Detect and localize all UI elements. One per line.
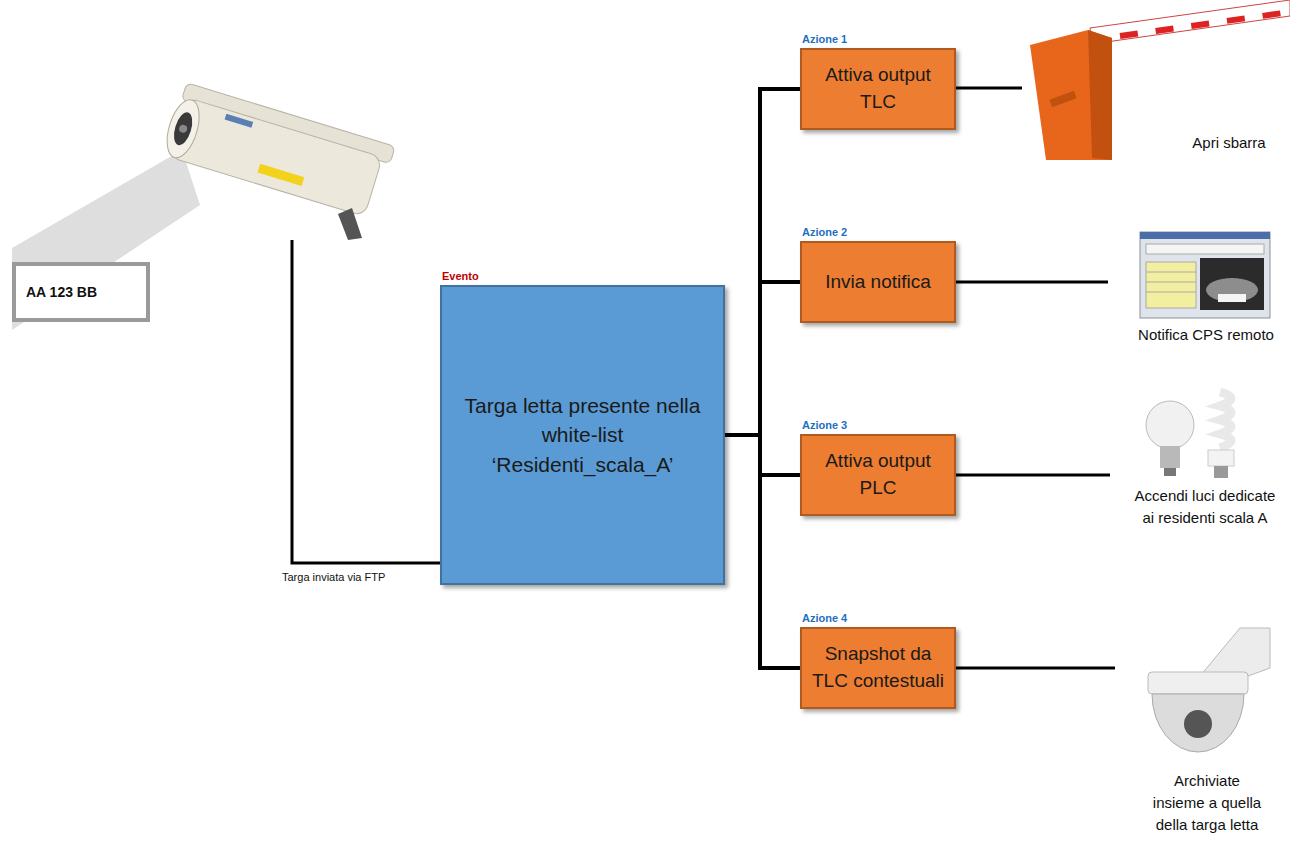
device-link [955,281,1108,284]
connector [725,435,800,475]
action-text: Attiva output PLC [810,448,946,501]
connector [725,282,800,435]
action-heading: Azione 4 [802,612,847,624]
camera-beam [12,150,200,330]
plate-box: AA 123 BB [12,262,150,322]
action-box: Azione 1Attiva output TLC [800,48,956,130]
device-link [955,87,1022,90]
light-bulbs [1146,392,1234,478]
connector-line [725,435,800,668]
device-caption: Accendi luci dedicate ai residenti scala… [1130,485,1280,529]
event-heading: Evento [442,270,479,282]
camera-bracket [338,208,362,240]
connector-line [725,89,800,435]
action-text: Invia notifica [810,269,946,296]
action-heading: Azione 2 [802,226,847,238]
event-text: Targa letta presente nella white-list ‘R… [458,391,707,479]
action-heading: Azione 3 [802,419,847,431]
camera-link [292,240,440,563]
connector [725,89,800,435]
device-caption: Archiviate insieme a quella della targa … [1148,770,1266,835]
device-caption: Apri sbarra [1170,132,1288,154]
link-label: Targa inviata via FTP [282,570,442,586]
action-text: Snapshot da TLC contestuali [810,641,946,694]
action-text: Attiva output TLC [810,62,946,115]
software-screenshot [1140,232,1270,318]
action-box: Azione 3Attiva output PLC [800,434,956,516]
dome-camera [1148,628,1270,752]
action-box: Azione 4Snapshot da TLC contestuali [800,627,956,709]
connector [725,435,800,668]
device-link [955,667,1115,670]
anpr-camera [161,82,396,220]
event-box: EventoTarga letta presente nella white-l… [440,285,725,585]
action-heading: Azione 1 [802,33,847,45]
barrier-illustration [1030,0,1290,160]
connector-line [725,282,800,435]
device-caption: Notifica CPS remoto [1128,324,1284,346]
action-box: Azione 2Invia notifica [800,241,956,323]
device-link [955,474,1110,477]
connector-line [725,435,800,475]
plate-text: AA 123 BB [26,284,136,300]
